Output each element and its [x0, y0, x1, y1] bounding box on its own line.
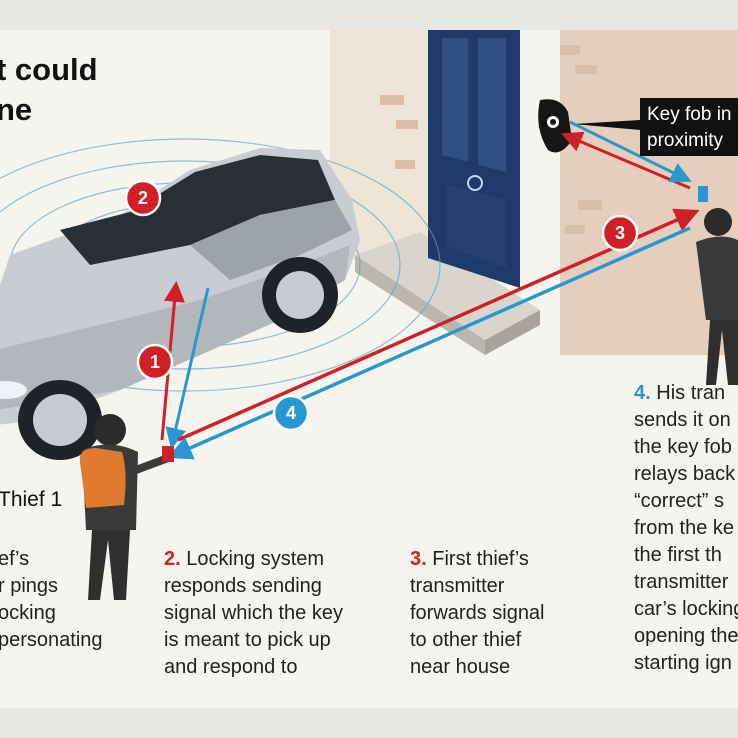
key-fob-callout: Key fob in proximity	[640, 98, 738, 156]
callout-line-1: Key fob in	[647, 104, 732, 125]
step-2-text: 2. Locking system responds sending signa…	[164, 546, 343, 681]
step-4-line: from the ke	[634, 517, 735, 539]
thief-2-figure	[696, 186, 738, 385]
step-4-line: transmitter	[634, 571, 729, 593]
step-3-line: transmitter	[410, 575, 505, 597]
step-4-line: car’s locking	[634, 598, 738, 620]
badge-1-label: 1	[150, 352, 160, 372]
title-line-2: ne	[0, 92, 33, 127]
step-4-line: “correct” s	[634, 490, 724, 512]
step-4-line: sends it on	[634, 409, 731, 431]
step-2-number: 2.	[164, 548, 181, 570]
step-3-line: to other thief	[410, 629, 522, 651]
badge-4: 4	[272, 394, 310, 432]
thief-1-figure	[79, 414, 174, 600]
step-3-line: First thief’s	[432, 548, 529, 570]
step-4-text: 4. His tran sends it on the key fob rela…	[634, 380, 738, 677]
step-3-number: 3.	[410, 548, 427, 570]
step-4-line: starting ign	[634, 652, 732, 674]
step-4-line: relays back	[634, 463, 736, 485]
step-4-line: opening the	[634, 625, 738, 647]
step-2-line: Locking system	[186, 548, 325, 570]
step-3-line: forwards signal	[410, 602, 545, 624]
step-4-line: His tran	[656, 382, 726, 404]
badge-4-label: 4	[286, 403, 296, 423]
step-3-line: near house	[410, 656, 511, 678]
badge-2: 2	[124, 179, 162, 217]
step-1-text: ef’s r pings ocking personating	[0, 546, 103, 654]
badge-2-label: 2	[138, 188, 148, 208]
step-3-text: 3. First thief’s transmitter forwards si…	[410, 546, 545, 681]
step-2-line: signal which the key	[164, 602, 343, 624]
callout-pointer	[573, 120, 640, 130]
badge-3-label: 3	[615, 223, 625, 243]
page-title: t could ne	[0, 50, 98, 130]
step-1-line: ocking	[0, 602, 56, 624]
thief-1-label: Thief 1	[0, 488, 63, 511]
step-4-number: 4.	[634, 382, 651, 404]
signal-arrows	[160, 120, 700, 460]
callout-line-2: proximity	[647, 130, 724, 151]
step-4-line: the key fob	[634, 436, 732, 458]
front-door	[428, 30, 520, 288]
step-4-line: the first th	[634, 544, 722, 566]
badge-3: 3	[601, 214, 639, 252]
step-1-line: ef’s	[0, 548, 30, 570]
step-2-line: is meant to pick up	[164, 629, 331, 651]
step-2-line: responds sending	[164, 575, 322, 597]
step-2-line: and respond to	[164, 656, 298, 678]
step-1-line: personating	[0, 629, 103, 651]
badge-1: 1	[136, 343, 174, 381]
step-1-line: r pings	[0, 575, 59, 597]
title-line-1: t could	[0, 52, 98, 87]
